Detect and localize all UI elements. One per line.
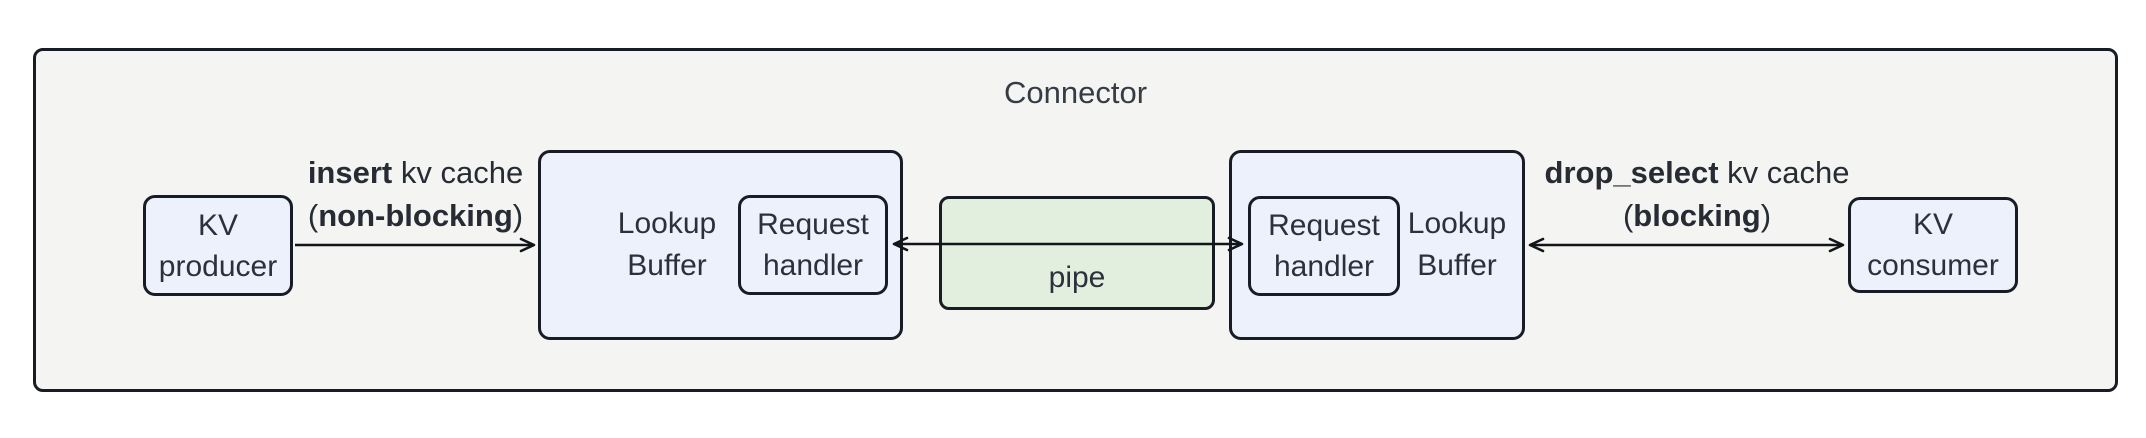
lookup-buffer-right-label-line2: Buffer xyxy=(1417,249,1497,282)
kv-consumer-label-line2: consumer xyxy=(1867,249,1999,282)
kv-producer-label-line2: producer xyxy=(158,249,278,283)
connector-title: Connector xyxy=(1003,75,1148,110)
node-kv-producer: KV producer xyxy=(143,195,293,296)
edge-label-insert: insert kv cache (non-blocking) xyxy=(293,151,538,237)
lookup-buffer-left-label-line2: Buffer xyxy=(627,249,707,282)
lookup-buffer-left-label-line1: Lookup xyxy=(617,207,717,240)
edge-insert-method: insert xyxy=(307,155,393,190)
edge-insert-close-paren: ) xyxy=(512,198,524,233)
node-request-handler-right: Request handler xyxy=(1248,196,1400,296)
edge-insert-open-paren: ( xyxy=(307,198,319,233)
node-request-handler-left: Request handler xyxy=(738,195,888,295)
edge-insert-mode: non-blocking xyxy=(318,198,513,233)
edge-insert-suffix: kv cache xyxy=(392,155,524,190)
edge-label-drop-select: drop_select kv cache (blocking) xyxy=(1532,151,1862,237)
request-handler-right-label-line1: Request xyxy=(1268,209,1380,242)
request-handler-left-label-line1: Request xyxy=(757,208,869,241)
edge-drop-select-suffix: kv cache xyxy=(1718,155,1850,190)
lookup-buffer-left-label: Lookup Buffer xyxy=(577,203,757,287)
node-kv-consumer: KV consumer xyxy=(1848,197,2018,293)
kv-producer-label-line1: KV xyxy=(197,208,239,242)
edge-label-drop-select-line1: drop_select kv cache xyxy=(1532,151,1862,194)
edge-drop-select-close-paren: ) xyxy=(1760,198,1772,233)
edge-drop-select-open-paren: ( xyxy=(1622,198,1634,233)
edge-label-insert-line1: insert kv cache xyxy=(293,151,538,194)
lookup-buffer-right-label: Lookup Buffer xyxy=(1367,203,1547,287)
edge-label-insert-line2: (non-blocking) xyxy=(293,194,538,237)
request-handler-left-label-line2: handler xyxy=(762,249,864,282)
pipe-label: pipe xyxy=(1048,261,1106,294)
edge-label-drop-select-line2: (blocking) xyxy=(1532,194,1862,237)
edge-drop-select-mode: blocking xyxy=(1633,198,1761,233)
request-handler-right-label-line2: handler xyxy=(1273,250,1375,283)
node-pipe: pipe xyxy=(939,196,1215,310)
kv-consumer-label-line1: KV xyxy=(1912,208,1954,241)
edge-drop-select-method: drop_select xyxy=(1544,155,1719,190)
lookup-buffer-right-label-line1: Lookup xyxy=(1407,207,1507,240)
